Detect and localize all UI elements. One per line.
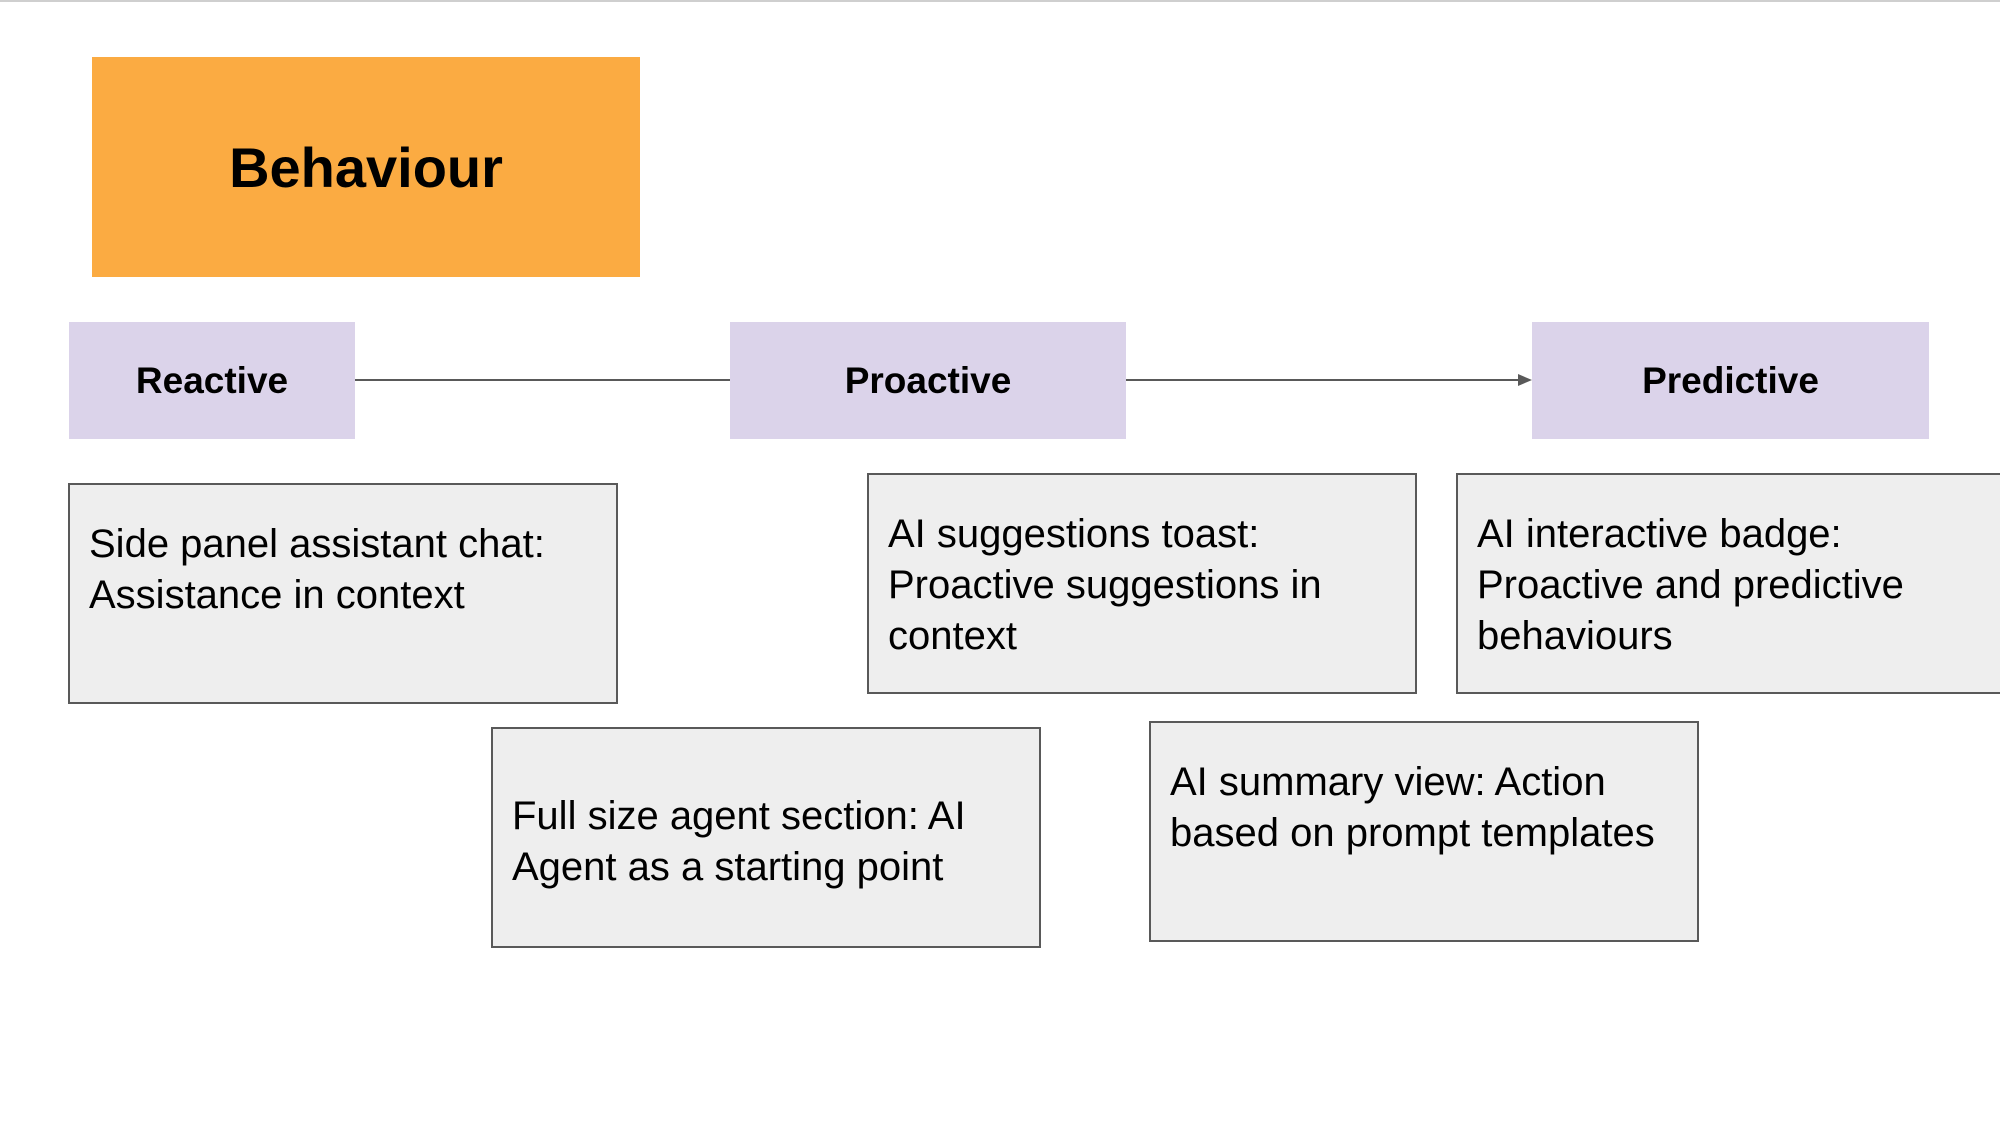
stage-label-reactive: Reactive xyxy=(135,359,289,401)
card-full-size-agent-section: Full size agent section: AI Agent as a s… xyxy=(491,727,1041,948)
diagram-title: Behaviour xyxy=(229,135,503,199)
behaviour-title-box: Behaviour xyxy=(92,57,640,277)
card-text-summary: AI summary view: Action based on prompt … xyxy=(1170,760,1655,855)
card-text-badge: AI interactive badge: Proactive and pred… xyxy=(1477,512,1904,658)
arrowhead-icon xyxy=(1518,374,1532,386)
top-divider xyxy=(0,0,2000,2)
card-text-toast: AI suggestions toast: Proactive suggesti… xyxy=(888,512,1322,658)
card-text-side-panel: Side panel assistant chat: Assistance in… xyxy=(89,522,545,617)
card-ai-summary-view: AI summary view: Action based on prompt … xyxy=(1149,721,1699,942)
stage-proactive: Proactive xyxy=(730,322,1126,439)
card-ai-suggestions-toast: AI suggestions toast: Proactive suggesti… xyxy=(867,473,1417,694)
card-side-panel-assistant-chat: Side panel assistant chat: Assistance in… xyxy=(68,483,618,704)
stage-predictive: Predictive xyxy=(1532,322,1929,439)
card-ai-interactive-badge: AI interactive badge: Proactive and pred… xyxy=(1456,473,2000,694)
stage-reactive: Reactive xyxy=(69,322,355,439)
stage-label-predictive: Predictive xyxy=(1642,359,1819,401)
card-text-full-size: Full size agent section: AI Agent as a s… xyxy=(512,794,966,889)
stage-label-proactive: Proactive xyxy=(844,359,1012,401)
